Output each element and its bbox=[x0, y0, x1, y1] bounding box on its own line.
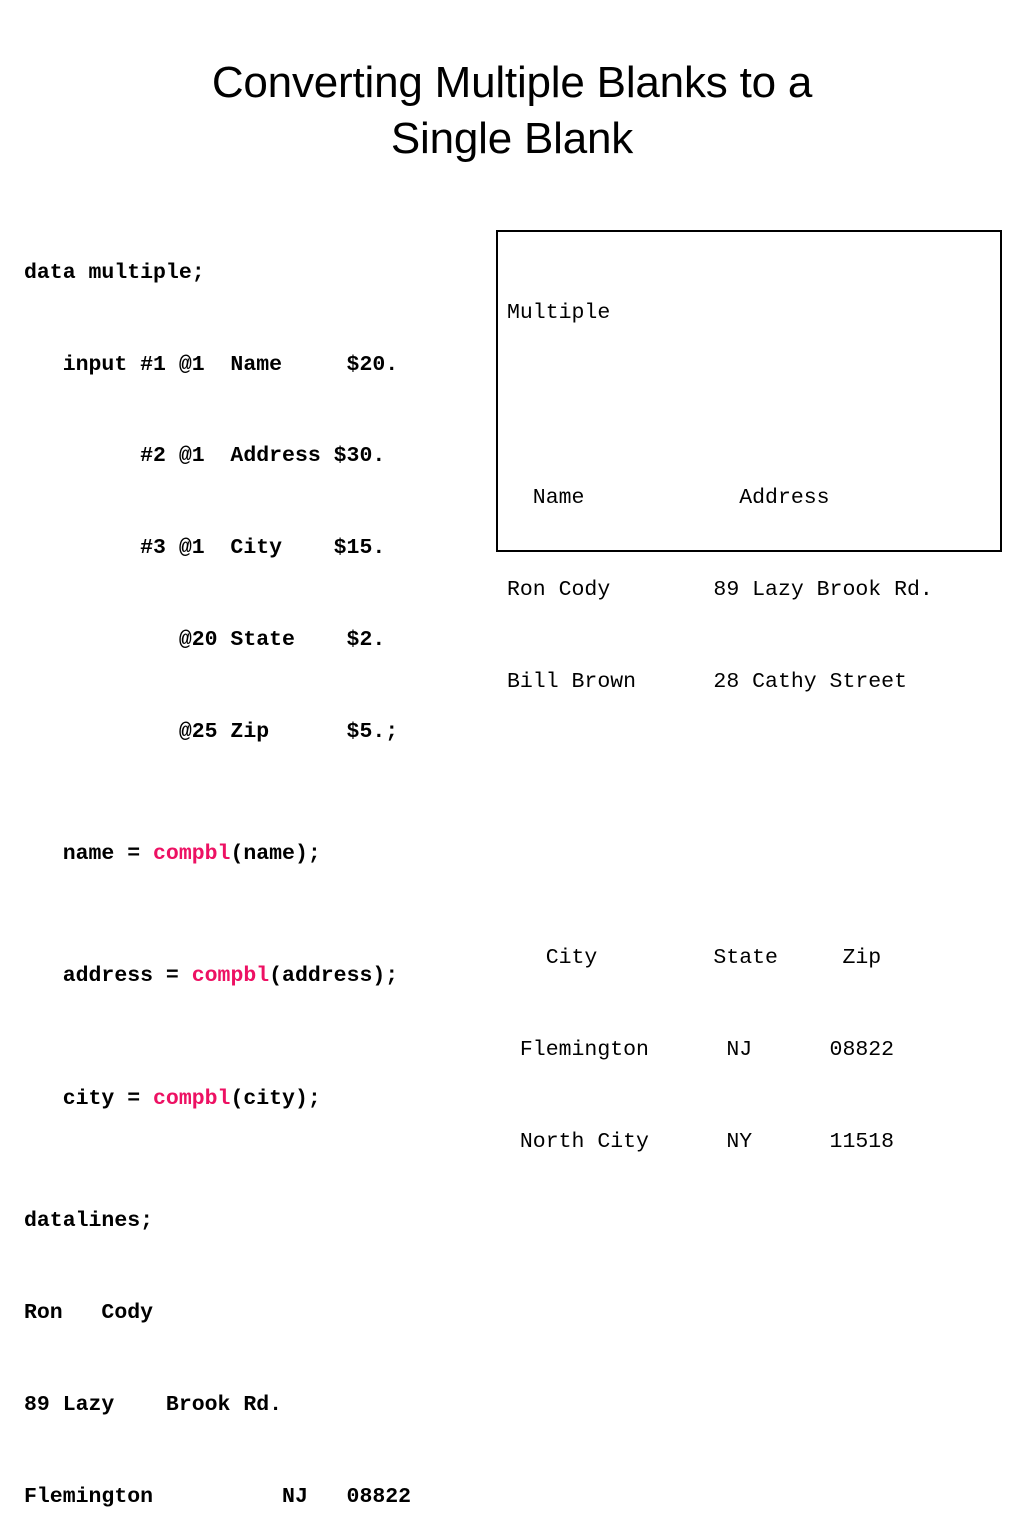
code-line-input-address: #2 @1 Address $30. bbox=[24, 444, 386, 469]
code-text-post: (city); bbox=[230, 1086, 321, 1111]
function-compbl: compbl bbox=[153, 1086, 231, 1111]
code-line-input-state: @20 State $2. bbox=[24, 627, 386, 652]
code-text-pre: city = bbox=[24, 1086, 154, 1111]
code-text-pre: name = bbox=[24, 842, 154, 867]
output-listing-text: Multiple Name Address Ron Cody 89 Lazy B… bbox=[507, 237, 933, 1219]
code-text-post: (address); bbox=[269, 964, 399, 989]
code-line-input-city: #3 @1 City $15. bbox=[24, 536, 386, 561]
code-line-compbl-address: address = compbl(address); bbox=[24, 961, 494, 992]
code-line-dataline-89-lazy: 89 Lazy Brook Rd. bbox=[24, 1392, 283, 1417]
output-row-flemington: Flemington NJ 08822 bbox=[507, 1038, 895, 1063]
code-line-compbl-city: city = compbl(city); bbox=[24, 1084, 494, 1115]
output-header-city-state-zip: City State Zip bbox=[507, 946, 882, 971]
sas-code-block: data multiple; input #1 @1 Name $20. #2 … bbox=[24, 166, 494, 1536]
function-compbl: compbl bbox=[153, 842, 231, 867]
page-title: Converting Multiple Blanks to a Single B… bbox=[211, 58, 813, 164]
output-line-blank-1 bbox=[507, 391, 933, 422]
output-row-ron-cody: Ron Cody 89 Lazy Brook Rd. bbox=[507, 577, 933, 602]
output-line-blank-2 bbox=[507, 759, 933, 790]
code-line-input-name: input #1 @1 Name $20. bbox=[24, 352, 399, 377]
output-line-dataset-name: Multiple bbox=[507, 301, 611, 326]
code-text-post: (name); bbox=[230, 842, 321, 867]
code-text-pre: address = bbox=[24, 964, 192, 989]
code-line-data-statement: data multiple; bbox=[24, 260, 205, 285]
output-row-bill-brown: Bill Brown 28 Cathy Street bbox=[507, 669, 907, 694]
output-listing-box: Multiple Name Address Ron Cody 89 Lazy B… bbox=[496, 230, 1002, 1154]
code-line-dataline-ron-cody: Ron Cody bbox=[24, 1300, 154, 1325]
code-line-dataline-flemington: Flemington NJ 08822 bbox=[24, 1484, 412, 1509]
function-compbl: compbl bbox=[191, 964, 270, 989]
code-line-compbl-name: name = compbl(name); bbox=[24, 839, 494, 870]
code-line-datalines-statement: datalines; bbox=[24, 1209, 154, 1234]
code-line-input-zip: @25 Zip $5.; bbox=[24, 719, 399, 744]
output-header-name-address: Name Address bbox=[507, 485, 830, 510]
output-row-north-city: North City NY 11518 bbox=[507, 1130, 895, 1155]
output-line-blank-3 bbox=[507, 851, 933, 882]
